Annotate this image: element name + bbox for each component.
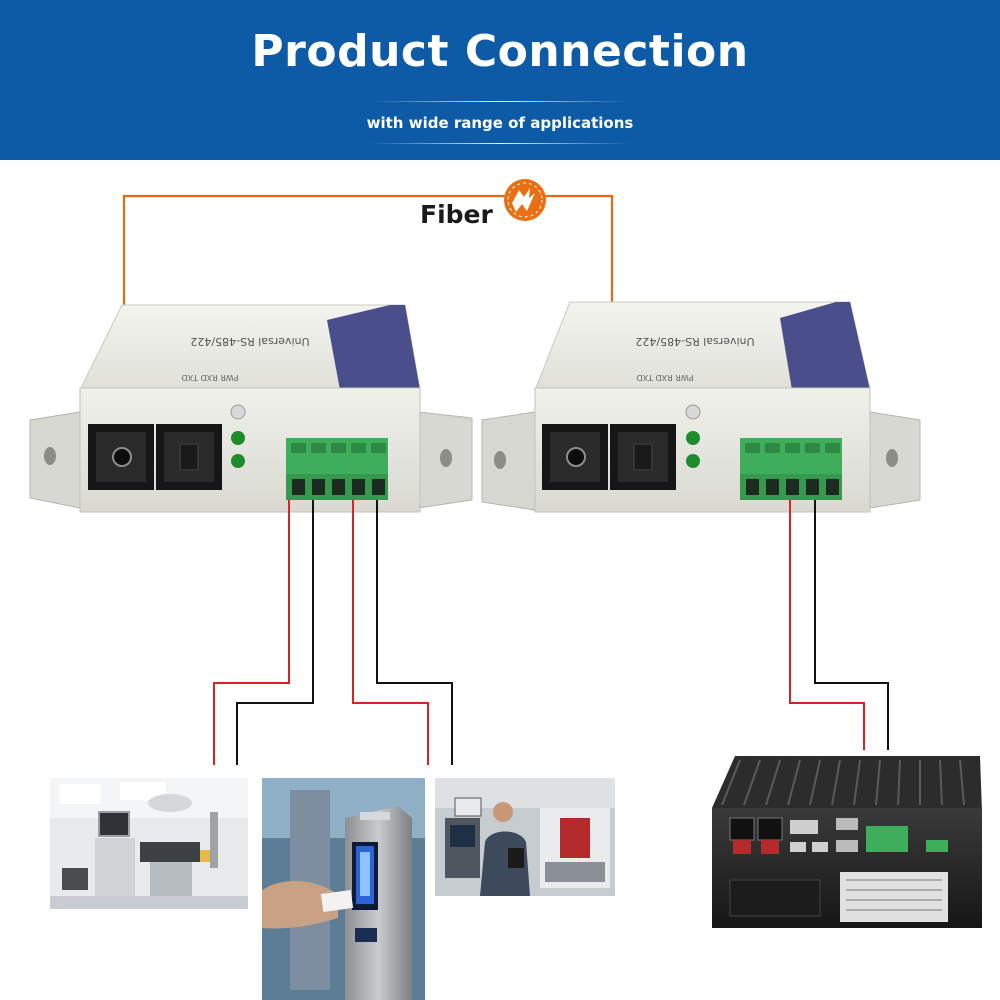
pc-heatsink-top: [712, 756, 982, 812]
lightning-icon: [504, 179, 546, 221]
industrial-machine-operator-photo: [435, 778, 615, 896]
led-pwr: [230, 404, 246, 420]
header-banner: Product Connection with wide range of ap…: [0, 0, 1000, 160]
led-pwr: [685, 404, 701, 420]
wire-signal: [789, 500, 865, 750]
converter-right: Universal RS-485/422 PWR RXD TXD: [481, 301, 921, 513]
led-txd: [686, 454, 700, 468]
led-rxd: [231, 431, 245, 445]
wires-right: [789, 500, 889, 750]
device-stripe: [780, 302, 870, 390]
led-rxd: [686, 431, 700, 445]
led-legend: PWR RXD TXD: [636, 373, 693, 382]
wire-signal-b: [352, 500, 429, 765]
wires-left: [213, 500, 453, 765]
mount-ear-left: [481, 411, 536, 511]
page-subtitle: with wide range of applications: [366, 114, 634, 132]
wire-ground: [814, 500, 889, 750]
wire-signal-a: [213, 500, 290, 765]
led-txd: [231, 454, 245, 468]
fiber-label: Fiber: [420, 200, 493, 229]
device-name: Universal RS-485/422: [635, 335, 754, 348]
converter-left: Universal RS-485/422 PWR RXD TXD: [29, 304, 473, 513]
device-stripe: [327, 305, 420, 390]
subtitle-rule-top: [370, 101, 630, 102]
terminal-block: [286, 438, 388, 500]
subtitle-rule-bottom: [370, 143, 630, 144]
led-legend: PWR RXD TXD: [181, 373, 238, 382]
wire-ground-b: [376, 500, 453, 765]
page-title: Product Connection: [251, 26, 749, 77]
medical-equipment-room-photo: [50, 778, 248, 909]
terminal-block: [740, 438, 842, 500]
device-name: Universal RS-485/422: [190, 335, 309, 348]
industrial-pc: [712, 756, 982, 928]
pc-heatsink-fins: [721, 759, 965, 806]
wire-ground-a: [236, 500, 314, 765]
pc-terminal-block: [866, 826, 908, 852]
access-gate-card-reader-photo: [262, 778, 425, 1000]
